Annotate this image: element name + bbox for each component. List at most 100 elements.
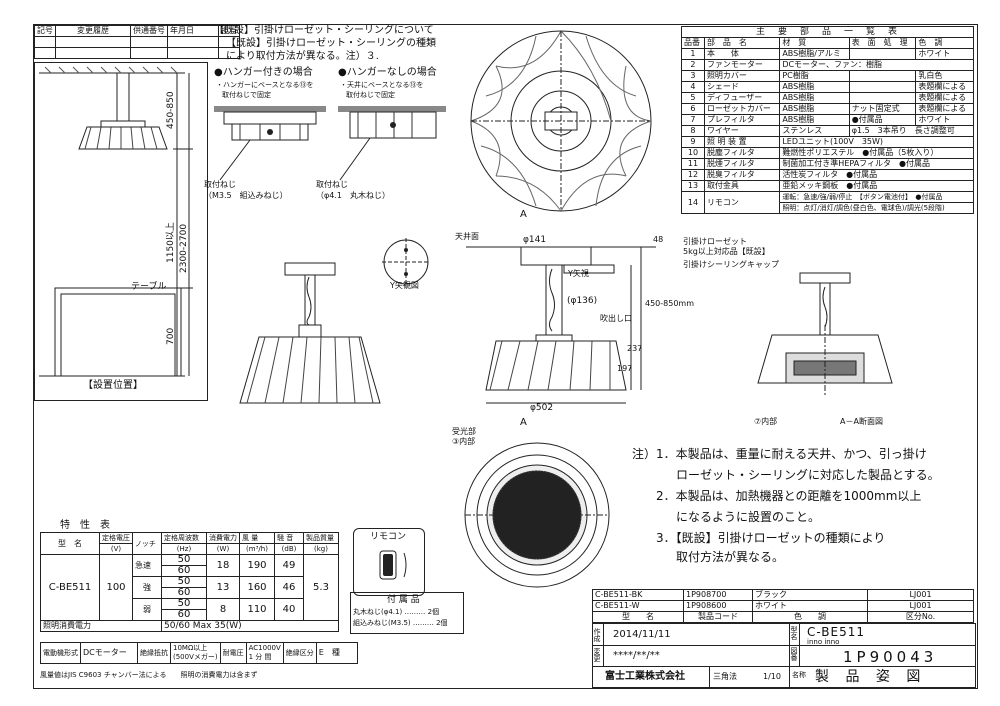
section-aa-drawing	[757, 272, 893, 395]
drawing-frame	[33, 24, 978, 689]
rev-col-date: 年月日	[167, 25, 219, 37]
rev-col-history: 変更履歴	[55, 25, 131, 37]
parts-h-finish: 表 面 処 理	[848, 37, 917, 49]
screw-spec-b: （φ4.1 丸木ねじ）	[316, 191, 390, 200]
light-part-label: 受光部	[452, 427, 476, 436]
model-value: C-BE511	[807, 625, 865, 639]
spec-model: C-BE511	[40, 554, 100, 621]
inner7-label: ⑦内部	[754, 417, 778, 426]
name-label: 名称	[792, 671, 806, 679]
side-elevation-left	[239, 262, 381, 404]
screw-label-a: 取付ねじ	[204, 180, 236, 189]
inner-part-label: ③内部	[452, 437, 476, 446]
bottom-view-drawing	[464, 442, 610, 588]
rev-col-mark: 記号	[34, 25, 56, 37]
spec-h-mass: 製品質量	[303, 532, 339, 544]
table-label: テーブル	[131, 282, 167, 292]
accessory-1: 丸木ねじ(φ4.1) ……… 2個	[353, 608, 440, 616]
hanger-without-note2: 取付ねじで固定	[346, 91, 395, 99]
spec-row: C-BE511 100 急速 50 18 190 49 5.3	[40, 554, 339, 621]
dim-450-850mm: 450-850mm	[645, 299, 695, 308]
install-title: 【設置位置】	[83, 380, 143, 391]
spec-mass: 5.3	[303, 554, 339, 621]
top-view-drawing	[470, 30, 652, 212]
variant-row: C-BE511-W 1P908600 ホワイト LJ001	[592, 600, 974, 612]
note-line-4: になるように設置のこと。	[676, 510, 821, 524]
dim-1150: 1150以上	[166, 222, 176, 263]
drawing-number: 1P90043	[843, 648, 938, 666]
approve-label: 変更	[593, 648, 601, 662]
rev-col-number: 供通番号	[130, 25, 168, 37]
hanger-without-title: ●ハンガーなしの場合	[338, 67, 437, 78]
spec-row: 弱 50 8 110 40	[41, 598, 339, 621]
drawing-name: 製 品 姿 図	[815, 669, 927, 685]
spec-h-freq: 定格周波数	[161, 532, 207, 544]
y-view-label: Y矢視図	[390, 281, 419, 290]
dim-197: 197	[617, 364, 633, 373]
dim-450-850: 450-850	[166, 91, 176, 129]
dim-237: 237	[627, 344, 643, 353]
hanger-with-note2: 取付ねじで固定	[222, 91, 271, 99]
hook-cap-label: 引掛けシーリングキャップ	[683, 260, 779, 269]
install-diagram	[39, 66, 193, 377]
hook-rosette-label: 引掛けローゼット	[683, 237, 747, 246]
phi141-label: φ141	[523, 235, 547, 245]
accessory-2: 組込みねじ(M3.5) ……… 2個	[353, 619, 448, 627]
parts-table: 主 要 部 品 一 覧 表 品番 部 品 名 材 質 表 面 処 理 色 調 1…	[681, 26, 975, 214]
parts-title: 主 要 部 品 一 覧 表	[681, 26, 974, 38]
phi136-label: (φ136)	[567, 296, 598, 306]
made-date: 2014/11/11	[613, 629, 671, 640]
rosette-line3: により取付方法が異なる。注）３.	[226, 51, 379, 62]
parts-h-material: 材 質	[779, 37, 850, 49]
section-aa-label: A－A断面図	[840, 417, 883, 426]
revision-header: 記号 変更履歴 供通番号 年月日 担当	[34, 25, 240, 59]
spec-h-noise: 騒 音	[274, 532, 304, 544]
hanger-with-note1: ・ハンガーにベースとなる⑬を	[216, 81, 314, 89]
accessories-box: 付 属 品 丸木ねじ(φ4.1) ……… 2個 組込みねじ(M3.5) ……… …	[350, 592, 464, 634]
spec-h-air: 風 量	[239, 532, 275, 544]
notes-block: 注）1．本製品は、重量に耐える天井、かつ、引っ掛け ローゼット・シーリングに対応…	[632, 448, 972, 563]
spec-h-notch: ノッチ	[132, 532, 162, 555]
company-name: 富士工業株式会社	[605, 671, 685, 682]
specs-table: 型 名 定格電圧 ノッチ 定格周波数 消費電力 風 量 騒 音 製品質量 (V)…	[40, 532, 339, 632]
hanger-with-title: ●ハンガー付きの場合	[214, 67, 313, 78]
dim-2300-2700: 2300-2700	[179, 223, 189, 273]
note-line-6: 取付方法が異なる。	[676, 550, 785, 564]
remote-label: リモコン	[370, 532, 407, 542]
y-arrow-label: Y矢視	[568, 269, 589, 278]
variant-row: C-BE511-BK 1P908700 ブラック LJ001	[592, 589, 974, 601]
front-elevation	[466, 246, 656, 404]
note-line-3: 2．本製品は、加熱機器との距離を1000mm以上	[656, 489, 922, 503]
angle-method: 三角法	[713, 672, 737, 681]
rosette-line2: 【既設】引掛けローゼット・シーリングの種類	[226, 38, 436, 49]
y-view-drawing	[382, 238, 430, 288]
specs-footnote: 風量値はJIS C9603 チャンバー法による 照明の消費電力は含まず	[40, 671, 258, 679]
parts-h-color: 色 調	[915, 37, 974, 49]
model-sub: inno inno	[807, 638, 840, 646]
spec-h-power: 消費電力	[206, 532, 240, 544]
ceiling-label: 天井面	[455, 232, 479, 241]
hanger-without-note1: ・天井にベースとなる⑬を	[340, 81, 424, 89]
spec-h-model: 型 名	[40, 532, 100, 555]
scale-value: 1/10	[763, 672, 781, 681]
parts-h-name: 部 品 名	[703, 37, 781, 49]
light-power-label: 照明消費電力	[40, 620, 162, 632]
screw-spec-a: （M3.5 組込みねじ）	[204, 191, 288, 200]
hook-rosette-note: 5kg以上対応品【既設】	[683, 247, 770, 256]
dim-700: 700	[166, 327, 176, 345]
outlet-label: 吹出し口	[600, 314, 632, 323]
accessories-title: 付 属 品	[387, 595, 420, 605]
